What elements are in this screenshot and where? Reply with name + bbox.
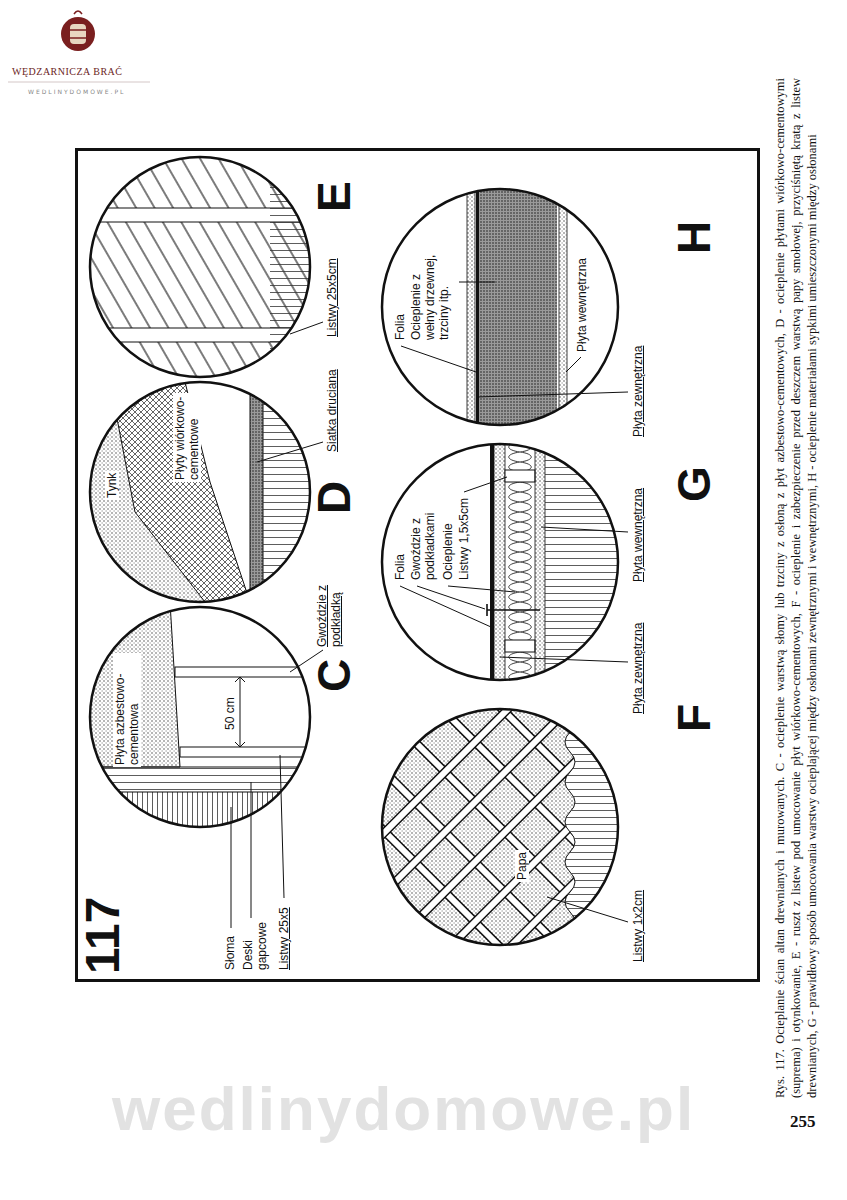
part-label: Płyty wiórkowo-cementowe xyxy=(173,393,201,482)
circle-outline xyxy=(382,709,618,945)
circle-outline xyxy=(90,607,310,827)
logo-text: WĘDZARNICZA BRAĆ xyxy=(12,66,123,78)
circle-outline xyxy=(90,157,310,377)
part-label: 50 cm xyxy=(223,695,237,732)
detail-circle: E xyxy=(90,157,310,377)
circle-outline xyxy=(90,157,310,377)
part-label: Płyta zewnętrzna xyxy=(631,346,645,437)
circle-outline xyxy=(90,382,310,602)
detail-letter: D xyxy=(311,481,357,514)
part-label: Listwy 25x5cm xyxy=(325,258,339,337)
logo-url: WEDLINYDOMOWE.PL xyxy=(28,88,125,95)
part-label: Papa xyxy=(515,850,529,882)
part-label: Listwy 1,5x5cm xyxy=(457,496,471,582)
circle-outline xyxy=(382,189,618,425)
detail-letter: E xyxy=(311,181,357,212)
figure-caption: Rys. 117. Ocieplanie ścian altan drewnia… xyxy=(772,78,820,1098)
detail-circle: CPłyta azbestowo-cementowa50 cm xyxy=(90,607,310,827)
detail-letter: H xyxy=(671,221,717,254)
part-label: Płyta azbestowo-cementowa xyxy=(113,653,141,767)
part-label: Folia xyxy=(393,552,407,582)
part-label: Płyta wewnętrzna xyxy=(575,256,589,354)
caption-box: Rys. 117. Ocieplanie ścian altan drewnia… xyxy=(772,78,842,1098)
figure-number: 117 xyxy=(79,897,127,974)
detail-letter: C xyxy=(311,659,357,692)
circle-outline xyxy=(382,709,618,945)
detail-letter: G xyxy=(671,466,717,502)
watermark: wedlinydomowe.pl xyxy=(112,1078,695,1140)
part-label: Listwy 1x2cm xyxy=(631,890,645,962)
detail-circle: GFoliaGwoździe z podkładkamiOcieplenieLi… xyxy=(382,444,618,680)
part-label: Płyta wewnętrzna xyxy=(631,488,645,582)
page-number: 255 xyxy=(790,1112,816,1132)
part-label: Tynk xyxy=(105,471,119,500)
part-label: Płyta zewnętrzna xyxy=(631,623,645,714)
part-label: Siatka druciana xyxy=(325,369,339,452)
part-label: Folia xyxy=(393,312,407,342)
figure-frame: CPłyta azbestowo-cementowa50 cmDTynkPłyt… xyxy=(75,148,760,982)
part-label: Słoma xyxy=(223,936,237,970)
detail-circle: FPapa xyxy=(382,709,618,945)
detail-circle: DTynkPłyty wiórkowo-cementowe xyxy=(90,382,310,602)
part-label: Ocieplenie xyxy=(441,521,455,582)
circle-outline xyxy=(382,444,618,680)
part-label: Gwoździe z podkładkami xyxy=(409,498,437,582)
part-label: Gwoździe z podkładką xyxy=(315,562,343,647)
detail-circle: HFoliaOcieplenie z wełny drzewnej, trzci… xyxy=(382,189,618,425)
part-label: Deski gapcowe xyxy=(241,912,269,970)
detail-letter: F xyxy=(671,704,717,732)
part-label: Ocieplenie z wełny drzewnej, trzciny itp… xyxy=(409,238,451,342)
part-label: Listwy 25x5 xyxy=(277,907,291,970)
